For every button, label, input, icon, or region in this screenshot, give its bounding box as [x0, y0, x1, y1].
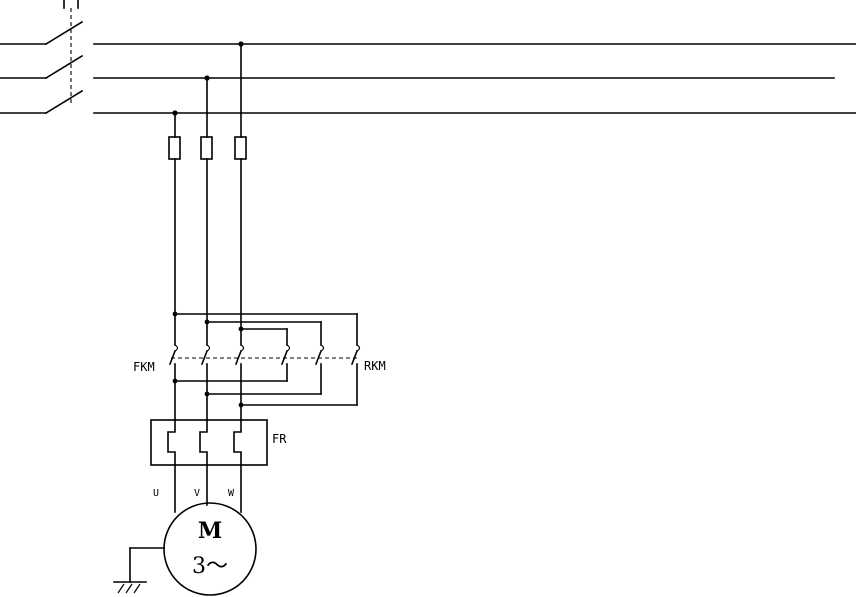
forward-contactor-label: FKM — [133, 360, 155, 374]
motor-phase: 3～ — [192, 554, 228, 579]
motor: M 3～ — [163, 502, 257, 596]
reverse-contactor-contacts — [280, 344, 361, 406]
forward-contactor-contacts — [168, 344, 245, 421]
thermal-relay-box — [150, 419, 268, 466]
reverse-crossover-bottom — [172, 378, 358, 408]
phase-u-label: U — [153, 488, 159, 499]
phase-v-label: V — [194, 488, 200, 499]
fuse-v — [200, 136, 213, 160]
reverse-contactor-label: RKM — [364, 359, 386, 373]
main-switch — [0, 0, 84, 115]
fuse-w — [234, 136, 247, 160]
fuse-u — [168, 136, 181, 160]
motor-letter: M — [198, 518, 222, 544]
reverse-crossover-top — [172, 311, 358, 346]
thermal-relay — [150, 419, 268, 466]
ground-symbol — [113, 547, 165, 594]
phase-w-label: W — [228, 488, 235, 499]
thermal-relay-label: FR — [272, 432, 287, 446]
motor-feeders — [174, 464, 242, 513]
motor-circle — [163, 502, 257, 596]
bus-taps — [172, 41, 244, 138]
bus-bars — [93, 43, 856, 114]
